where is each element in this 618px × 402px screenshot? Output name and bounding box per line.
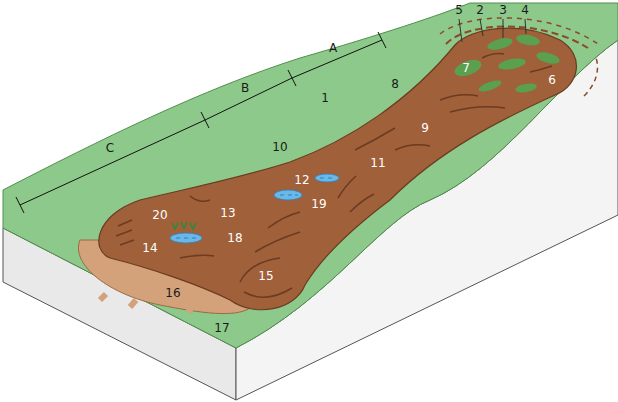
callout-number: 1 — [321, 92, 329, 104]
ridge-line — [530, 66, 552, 72]
dimension-line — [20, 40, 382, 205]
dimension-letter: B — [241, 82, 249, 94]
pond — [315, 174, 339, 182]
callout-number: 19 — [311, 198, 326, 210]
ridge-line — [180, 255, 214, 258]
slump-block — [497, 57, 526, 72]
leader-lines — [459, 19, 526, 42]
slump-block — [514, 82, 537, 94]
ridge-line — [338, 176, 356, 198]
callout-number: 12 — [294, 174, 309, 186]
leader-line — [459, 19, 462, 42]
callout-number: 18 — [227, 232, 242, 244]
callout-number: 8 — [391, 78, 399, 90]
dimension-tick — [16, 32, 386, 213]
ridge-lines — [116, 54, 552, 298]
callout-number: 11 — [370, 157, 385, 169]
ridge-line — [190, 196, 210, 201]
marsh-pond — [170, 233, 202, 243]
callout-number: 16 — [165, 287, 180, 299]
marsh-symbol — [172, 222, 196, 229]
callout-number: 4 — [521, 4, 529, 16]
crown-crack — [584, 58, 598, 96]
slump-block — [515, 33, 540, 47]
callout-number: 9 — [421, 122, 429, 134]
ridge-line — [268, 212, 300, 228]
leader-line — [503, 19, 504, 38]
ground-surface — [3, 3, 618, 348]
landslide-body — [99, 28, 577, 310]
callout-number: 7 — [462, 62, 470, 74]
callout-number: 6 — [548, 74, 556, 86]
callout-number: 2 — [476, 4, 484, 16]
pond-ripple — [176, 238, 196, 239]
slump-block — [535, 50, 561, 66]
callout-number: 15 — [258, 270, 273, 282]
pond — [274, 190, 302, 200]
pond-ripple — [320, 178, 332, 179]
ridge-line — [350, 194, 374, 212]
callout-number: 17 — [214, 322, 229, 334]
ridge-line — [116, 220, 134, 245]
callout-number: 3 — [499, 4, 507, 16]
callout-number: 10 — [272, 141, 287, 153]
callout-number: 14 — [142, 242, 157, 254]
dimension-lines — [16, 32, 386, 213]
callout-number: 20 — [152, 209, 167, 221]
ridge-line — [255, 232, 300, 252]
leader-line — [525, 19, 526, 34]
ridge-line — [482, 54, 504, 59]
ridge-line — [440, 95, 478, 100]
slump-block — [452, 57, 483, 80]
pond-ripple — [280, 195, 298, 196]
callout-number: 5 — [455, 4, 463, 16]
slump-block — [486, 36, 514, 52]
ridge-line — [240, 258, 280, 282]
callout-number: 13 — [220, 207, 235, 219]
ridge-line — [244, 288, 292, 297]
ridge-line — [450, 107, 505, 112]
ridge-line — [395, 145, 430, 150]
ridge-line — [355, 128, 395, 150]
leader-line — [480, 19, 483, 36]
dimension-letter: A — [329, 42, 337, 54]
slump-block — [477, 78, 502, 94]
dimension-letter: C — [106, 142, 114, 154]
